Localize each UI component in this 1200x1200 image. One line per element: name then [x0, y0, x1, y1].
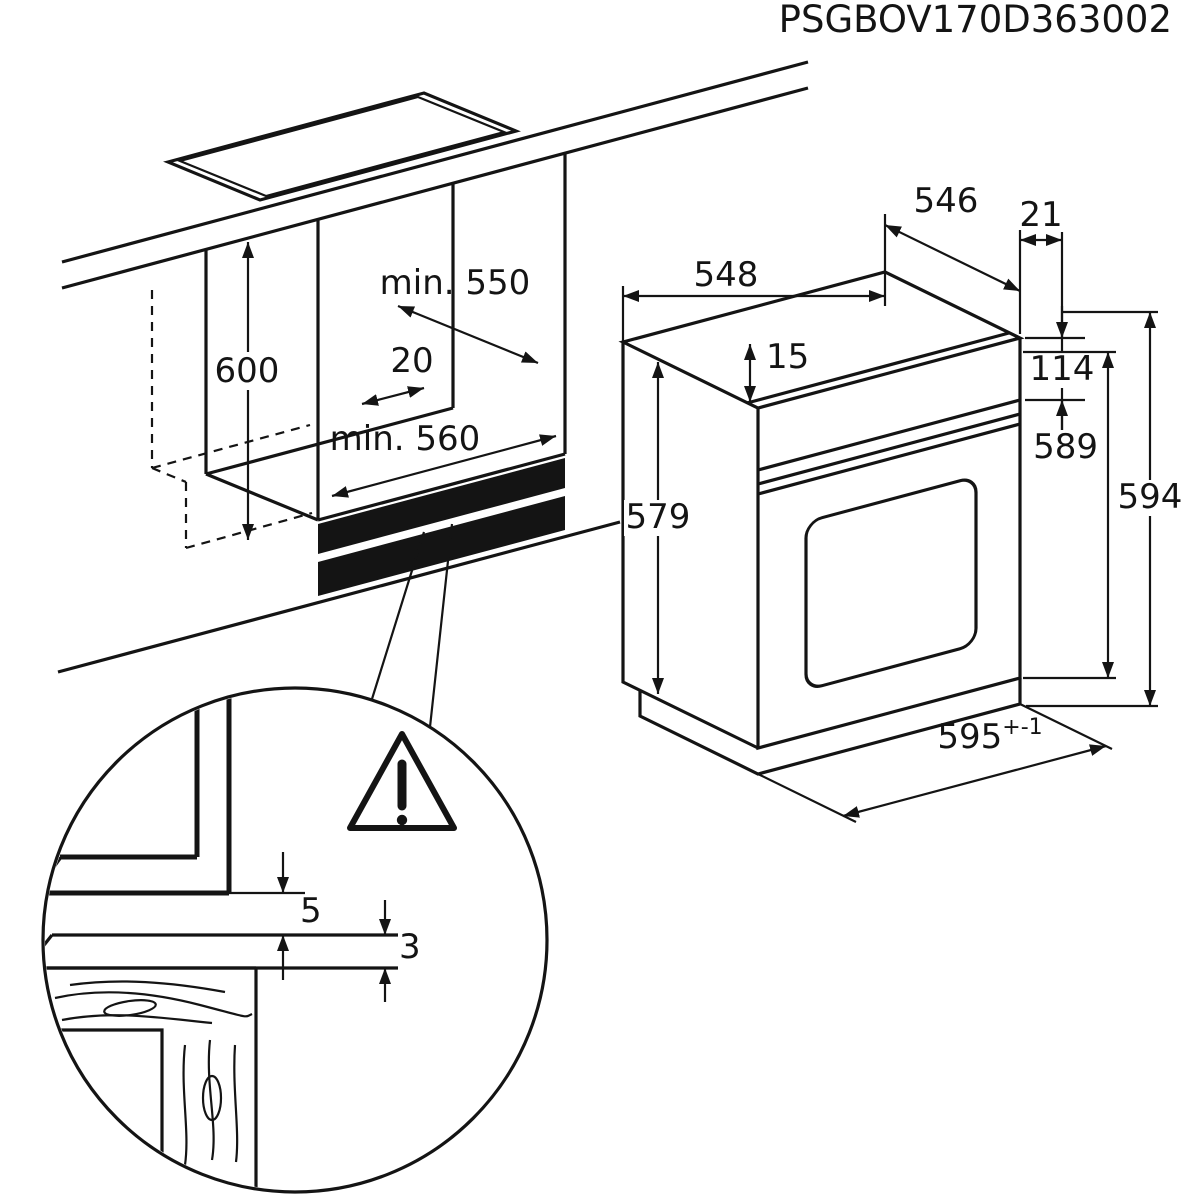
- dim-oven-top-depth: 546: [884, 181, 1022, 334]
- detail-leader-lines: [370, 523, 454, 728]
- dim-oven-front-width: 595+-1: [757, 703, 1113, 823]
- part-number: PSGBOV170D363002: [779, 0, 1172, 41]
- oven-total-height-label: 594: [1118, 477, 1183, 517]
- oven-door-window: [804, 478, 978, 688]
- wood-grain: [54, 980, 253, 1166]
- dim-control-panel-height: 114: [1024, 306, 1100, 430]
- dim-upper-gap: 5: [277, 852, 322, 980]
- control-panel-height-label: 114: [1030, 349, 1095, 389]
- dim-rear-gap: 20: [361, 341, 434, 406]
- hob-cutout-inner: [176, 95, 508, 198]
- warning-icon: [347, 731, 457, 831]
- oven-top-trim-label: 15: [766, 337, 809, 377]
- plinth-bar-lower: [318, 496, 565, 596]
- oven-body-height-label: 589: [1033, 427, 1098, 467]
- warning-triangle: [347, 731, 457, 831]
- dim-oven-top-trim: 15: [744, 337, 809, 402]
- door-handle-lines: [757, 412, 1021, 496]
- wood-knot-vertical: [201, 1074, 223, 1122]
- dim-oven-overhang: 21: [1019, 195, 1064, 430]
- trim-strip-section: [45, 933, 398, 970]
- dim-line: [331, 434, 557, 498]
- title-block: PSGBOV170D363002: [779, 0, 1172, 41]
- cabinet-panel-section: [45, 690, 232, 896]
- dim-line: [361, 386, 425, 406]
- detail-content: 5 3: [45, 690, 457, 1190]
- dim-cabinet-height: 600: [210, 242, 284, 540]
- upper-gap-label: 5: [300, 891, 322, 931]
- dim-oven-side-height: 579: [624, 362, 692, 694]
- dim-line: [842, 744, 1107, 818]
- cabinet-view: 600 min. 550 20 min. 560: [57, 60, 809, 728]
- ext-lines: [757, 703, 1113, 823]
- niche-depth-label: min. 550: [380, 263, 531, 303]
- dim-oven-top-width: 548: [621, 214, 887, 344]
- label-backdrop: [210, 352, 284, 390]
- dim-niche-depth-min: min. 550: [380, 263, 539, 365]
- detail-view: 5 3: [41, 686, 549, 1194]
- label-backdrop: [624, 500, 692, 536]
- oven-top-trim-line: [746, 331, 1010, 405]
- dim-niche-width-min: min. 560: [330, 419, 557, 498]
- label-backdrop: [1024, 352, 1100, 388]
- niche-width-label: min. 560: [330, 419, 481, 459]
- front-width-tolerance: +-1: [1002, 715, 1042, 740]
- oven-view: 548 546 21 15 114: [618, 181, 1188, 823]
- warning-exclamation-dot: [396, 814, 408, 826]
- wood-knot-horizontal: [103, 999, 157, 1017]
- floor-line: [57, 520, 621, 674]
- dim-line: [397, 304, 539, 365]
- worktop-edge-lines: [61, 60, 809, 290]
- oven-top-depth-label: 546: [914, 181, 979, 221]
- oven-front-width-label: 595+-1: [937, 715, 1042, 757]
- ext-lines: [1026, 310, 1158, 708]
- dim-line: [884, 224, 1021, 292]
- lower-gap-label: 3: [399, 927, 421, 967]
- rear-gap-label: 20: [390, 341, 433, 381]
- control-panel-line: [757, 398, 1021, 472]
- hob-cutout-outer: [163, 91, 521, 202]
- ext-lines: [1023, 350, 1116, 680]
- label-backdrop: [1114, 480, 1188, 516]
- front-width-value: 595: [937, 717, 1002, 757]
- cabinet-height-label: 600: [215, 351, 280, 391]
- oven-top-width-label: 548: [694, 255, 759, 295]
- hidden-cabinet-edges: [150, 290, 313, 550]
- worktop-section-outline: [45, 966, 258, 1190]
- dim-oven-body-height: 589: [1023, 350, 1116, 680]
- oven-overhang-label: 21: [1019, 195, 1062, 235]
- dim-oven-total-height: 594: [1026, 310, 1188, 708]
- ext-lines: [1025, 336, 1085, 402]
- dim-lower-gap: 3: [379, 900, 421, 1002]
- oven-side-height-label: 579: [626, 497, 691, 537]
- detail-circle: [41, 686, 549, 1194]
